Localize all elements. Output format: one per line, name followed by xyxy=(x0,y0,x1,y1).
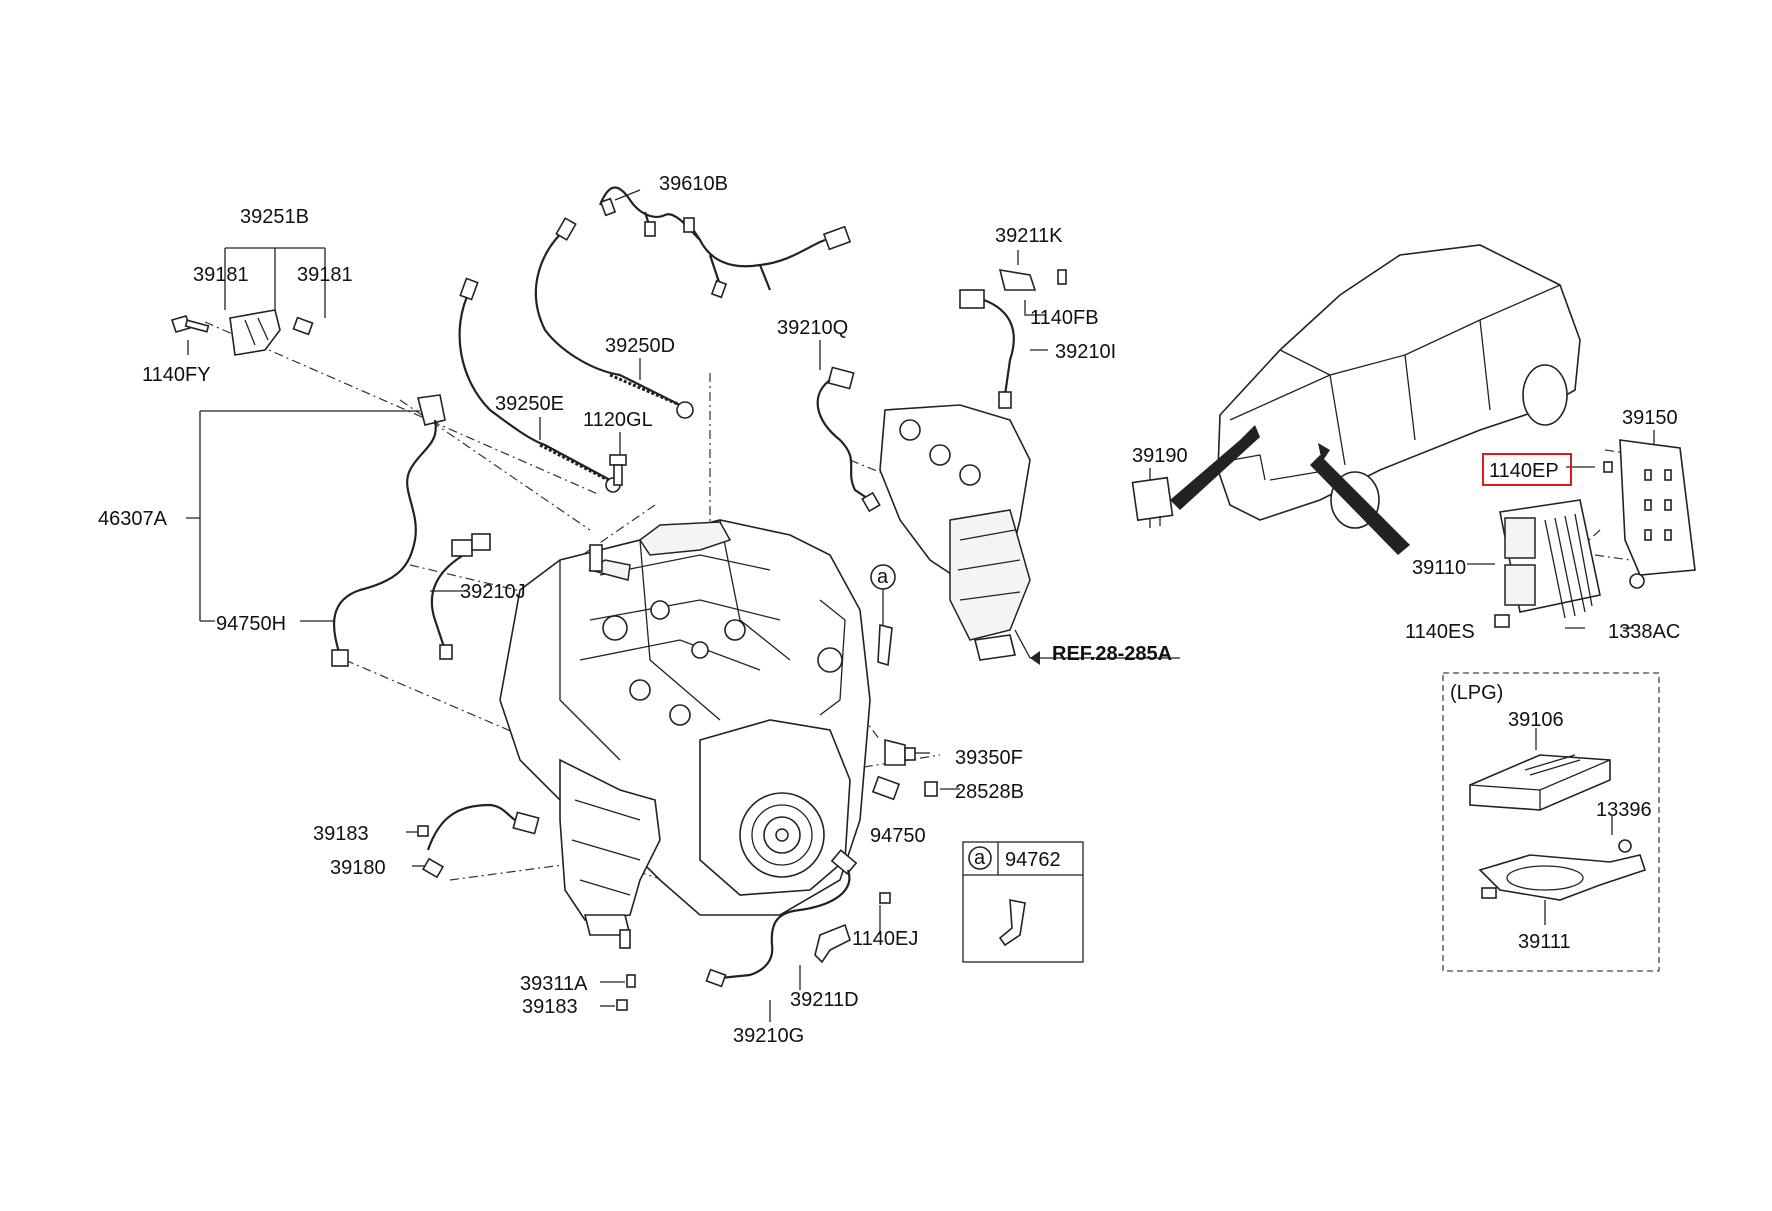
label-1140EJ: 1140EJ xyxy=(852,928,918,950)
relay-39190 xyxy=(1131,476,1174,528)
label-a-inset: a xyxy=(974,847,986,869)
label-39106: 39106 xyxy=(1508,709,1564,731)
label-39190: 39190 xyxy=(1132,445,1188,467)
label-39183-top: 39183 xyxy=(313,823,369,845)
sensor-46307A xyxy=(331,394,446,667)
exhaust-manifold xyxy=(879,404,1031,661)
lpg-inset xyxy=(1442,672,1660,972)
bracket-39150 xyxy=(1603,439,1696,576)
label-1120GL: 1120GL xyxy=(583,409,653,431)
label-39211D: 39211D xyxy=(790,989,859,1011)
label-39251B: 39251B xyxy=(240,206,309,228)
bracket-39251B xyxy=(170,309,314,356)
bolt-1140ES xyxy=(1494,614,1510,628)
inset-94762 xyxy=(962,841,1084,963)
bolt-1120GL xyxy=(609,454,627,486)
label-39111: 39111 xyxy=(1518,931,1571,953)
label-1140EP: 1140EP xyxy=(1489,460,1559,482)
sensor-39210Q xyxy=(816,366,881,513)
sensor-39250D xyxy=(534,217,694,419)
part-labels: 39610B 39251B 39181 39181 1140FY 39250D … xyxy=(98,173,1680,1047)
label-39250E: 39250E xyxy=(495,393,564,415)
label-1140FY: 1140FY xyxy=(142,364,211,386)
sensor-39210I xyxy=(959,269,1067,409)
wire-harness-39610B xyxy=(598,186,852,299)
label-lpg: (LPG) xyxy=(1450,682,1503,704)
label-39181-right: 39181 xyxy=(297,264,353,286)
label-39183-bottom: 39183 xyxy=(522,996,578,1018)
sensor-39210J xyxy=(430,533,491,660)
label-13396: 13396 xyxy=(1596,799,1652,821)
label-ref-28-285A: REF.28-285A xyxy=(1052,643,1172,665)
sensor-39350F xyxy=(884,738,916,766)
nut-1338AC xyxy=(1629,573,1645,589)
label-39211K: 39211K xyxy=(995,225,1063,247)
label-39210Q: 39210Q xyxy=(777,317,848,339)
sensor-39210G xyxy=(705,849,891,988)
switch-94750 xyxy=(871,775,901,801)
label-39181-left: 39181 xyxy=(193,264,249,286)
label-39311A: 39311A xyxy=(520,973,588,995)
sensor-39180 xyxy=(417,803,540,879)
label-39150: 39150 xyxy=(1622,407,1678,429)
label-46307A: 46307A xyxy=(98,508,168,530)
bolt-39311A xyxy=(616,974,636,1011)
label-28528B: 28528B xyxy=(955,781,1024,803)
pointer-arrows xyxy=(1170,425,1410,555)
ecu-39110 xyxy=(1499,499,1601,619)
label-94750H: 94750H xyxy=(216,613,286,635)
label-39250D: 39250D xyxy=(605,335,675,357)
highlight-box-1140EP xyxy=(1482,453,1572,486)
label-39350F: 39350F xyxy=(955,747,1023,769)
label-1140FB: 1140FB xyxy=(1030,307,1099,329)
label-39210G: 39210G xyxy=(733,1025,804,1047)
label-94762: 94762 xyxy=(1005,849,1061,871)
label-39180: 39180 xyxy=(330,857,386,879)
sensor-39250E xyxy=(458,277,621,493)
label-39210J: 39210J xyxy=(460,581,526,603)
label-39110: 39110 xyxy=(1412,557,1466,579)
bolt-28528B xyxy=(924,781,938,797)
label-94750: 94750 xyxy=(870,825,926,847)
label-a: a xyxy=(877,566,889,588)
label-1338AC: 1338AC xyxy=(1608,621,1680,643)
label-1140ES: 1140ES xyxy=(1405,621,1475,643)
label-39210I: 39210I xyxy=(1055,341,1116,363)
label-39610B: 39610B xyxy=(659,173,728,195)
engine-assembly xyxy=(499,519,871,949)
callout-a-part xyxy=(870,564,896,667)
